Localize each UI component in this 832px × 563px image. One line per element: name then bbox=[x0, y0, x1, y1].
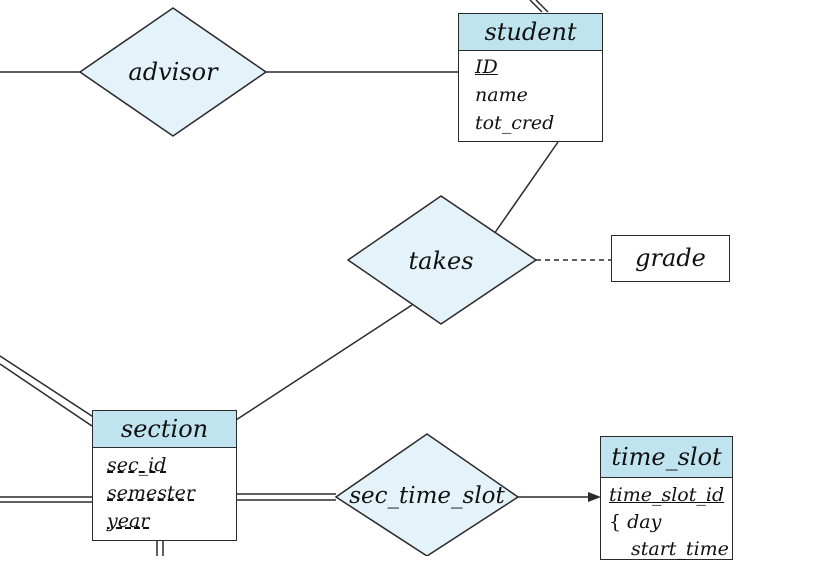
time-slot-brace: { bbox=[609, 511, 622, 533]
student-top-link-b bbox=[535, 0, 549, 13]
student-takes-link bbox=[493, 141, 559, 235]
section-left-link-a bbox=[0, 355, 99, 421]
grade-attribute: grade bbox=[611, 235, 730, 282]
student-attr-name: name bbox=[475, 84, 528, 106]
takes-section-link bbox=[235, 304, 413, 421]
section-left-link-b bbox=[0, 363, 93, 427]
student-entity: student ID name tot_cred bbox=[458, 13, 603, 142]
section-entity: section sec_id semester year bbox=[92, 410, 237, 541]
student-attr-tot-cred: tot_cred bbox=[475, 112, 555, 134]
sec-time-slot-label: sec_time_slot bbox=[349, 483, 505, 509]
section-attr-year: year bbox=[107, 510, 150, 532]
sts-timeslot-arrowhead bbox=[588, 492, 601, 502]
advisor-relationship bbox=[78, 7, 268, 137]
takes-relationship bbox=[346, 195, 538, 325]
time-slot-attr-start-time: start_time bbox=[631, 538, 729, 560]
advisor-label: advisor bbox=[128, 58, 218, 86]
time-slot-attr-id: time_slot_id bbox=[609, 484, 725, 506]
sec-time-slot-relationship bbox=[334, 433, 520, 556]
section-attr-semester: semester bbox=[107, 482, 195, 504]
student-entity-title: student bbox=[459, 14, 602, 51]
section-entity-title: section bbox=[93, 411, 236, 448]
student-attr-id: ID bbox=[475, 56, 498, 78]
time-slot-entity-title: time_slot bbox=[601, 437, 732, 478]
section-attr-sec-id: sec_id bbox=[107, 454, 167, 476]
time-slot-attr-day: day bbox=[627, 511, 662, 533]
student-top-link-a bbox=[529, 0, 543, 13]
time-slot-entity: time_slot time_slot_id { day start_time bbox=[600, 436, 733, 560]
takes-label: takes bbox=[408, 247, 474, 275]
